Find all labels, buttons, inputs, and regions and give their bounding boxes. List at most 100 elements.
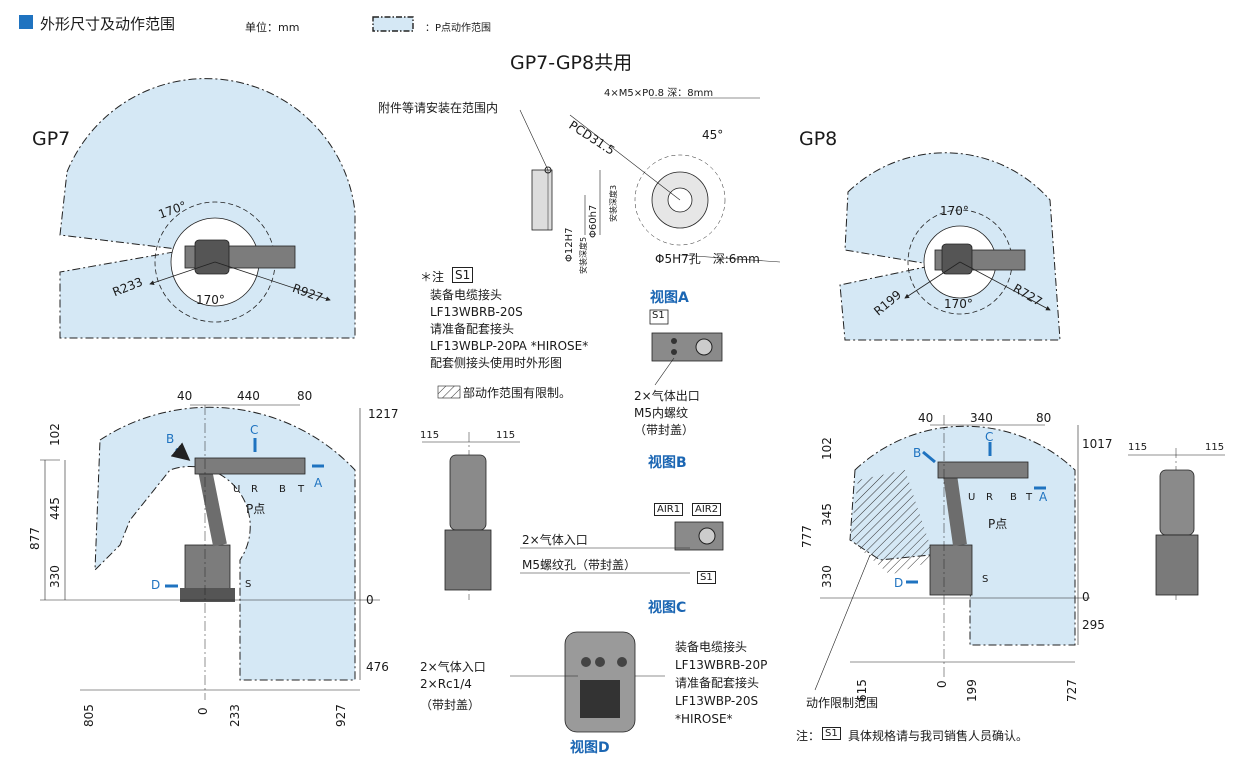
gp7-d80: 80 bbox=[297, 389, 313, 403]
depth3-label: 安装深度3 bbox=[609, 184, 618, 222]
gp8-b199: 199 bbox=[965, 679, 979, 702]
note-mark: ＊注 bbox=[420, 270, 445, 284]
gp8-label-u: U bbox=[968, 492, 976, 503]
footer-text: 具体规格请与我司销售人员确认。 bbox=[848, 729, 1029, 743]
gp7-d330: 330 bbox=[48, 565, 62, 588]
gp7-label-b: B bbox=[166, 432, 175, 446]
view-d-c5: *HIROSE* bbox=[675, 712, 733, 726]
view-c-title: 视图C bbox=[648, 600, 687, 616]
gp8-b0: 0 bbox=[935, 680, 949, 688]
view-a-gas-out: 2×气体出口 bbox=[634, 389, 700, 403]
gp8-d345: 345 bbox=[820, 503, 834, 526]
hatch-note: 部动作范围有限制。 bbox=[463, 386, 572, 400]
d60-label: Φ60h7 bbox=[588, 204, 599, 238]
gp7-b805: 805 bbox=[82, 704, 96, 727]
gp7-h1217: 1217 bbox=[368, 407, 399, 421]
hatch-legend-swatch bbox=[437, 385, 461, 399]
gp8-d330: 330 bbox=[820, 565, 834, 588]
gp7-label-b2: B bbox=[279, 484, 286, 495]
gp7-b233: 233 bbox=[228, 704, 242, 727]
note-s1: S1 bbox=[452, 267, 474, 283]
gp7-rear-115a: 115 bbox=[420, 430, 440, 441]
gp8-rear-115a: 115 bbox=[1128, 442, 1148, 453]
header-marker bbox=[19, 15, 33, 29]
gp7-label-r: R bbox=[251, 484, 258, 495]
gp8-title: GP8 bbox=[799, 128, 838, 150]
view-d-rc: 2×Rc1/4 bbox=[420, 677, 472, 691]
view-d-gas-in: 2×气体入口 bbox=[420, 660, 486, 674]
note-lines: 装备电缆接头 LF13WBRB-20S 请准备配套接头 LF13WBLP-20P… bbox=[430, 287, 588, 372]
footer-s1: S1 bbox=[822, 727, 841, 740]
hole5-label: Φ5H7孔 深:6mm bbox=[655, 252, 760, 266]
gp8-label-r: R bbox=[986, 492, 993, 503]
gp7-d102: 102 bbox=[48, 423, 62, 446]
view-c-thread: M5螺纹孔（带封盖） bbox=[522, 558, 636, 572]
gp7-label-u: U bbox=[233, 484, 241, 495]
gp8-top-view bbox=[839, 152, 1061, 341]
view-a-s1: S1 bbox=[652, 310, 665, 321]
gp7-side-view bbox=[40, 404, 380, 700]
gp8-b727: 727 bbox=[1065, 679, 1079, 702]
attach-note: 附件等请安装在范围内 bbox=[378, 101, 499, 115]
gp8-label-s: S bbox=[982, 574, 989, 585]
gp8-d340: 340 bbox=[970, 411, 993, 425]
view-d-c2: LF13WBRB-20P bbox=[675, 658, 768, 672]
gp8-rear-115b: 115 bbox=[1205, 442, 1225, 453]
view-d-c3: 请准备配套接头 bbox=[675, 676, 760, 690]
gp8-d80: 80 bbox=[1036, 411, 1052, 425]
gp8-limit-label: 动作限制范围 bbox=[806, 696, 879, 710]
gp8-h1017: 1017 bbox=[1082, 437, 1113, 451]
note-line-4: LF13WBLP-20PA *HIROSE* bbox=[430, 339, 589, 353]
gp7-d877: 877 bbox=[28, 527, 42, 550]
gp8-label-a: A bbox=[1039, 490, 1048, 504]
view-a-drawing bbox=[649, 309, 723, 386]
gp8-label-t: T bbox=[1026, 492, 1033, 503]
gp8-side-view bbox=[814, 415, 1090, 691]
view-d-cable-note: 装备电缆接头 LF13WBRB-20P 请准备配套接头 LF13WBP-20S … bbox=[675, 638, 767, 728]
gp8-angle-top: 170° bbox=[940, 204, 969, 218]
gp8-d40: 40 bbox=[918, 411, 934, 425]
gp7-d445: 445 bbox=[48, 497, 62, 520]
view-d-cap: （带封盖） bbox=[420, 698, 481, 712]
note-line-2: LF13WBRB-20S bbox=[430, 305, 523, 319]
gp8-angle-bottom: 170° bbox=[944, 297, 973, 311]
gp7-top-view bbox=[59, 78, 356, 339]
gp8-label-b: B bbox=[913, 446, 922, 460]
gp8-hatch-area bbox=[850, 470, 935, 575]
view-d-title: 视图D bbox=[570, 740, 610, 756]
gp8-d777: 777 bbox=[800, 525, 814, 548]
view-d-c4: LF13WBP-20S bbox=[675, 694, 759, 708]
gp7-label-t: T bbox=[298, 484, 305, 495]
gp8-d295: 295 bbox=[1082, 618, 1105, 632]
note-line-5: 配套侧接头使用时外形图 bbox=[430, 356, 563, 370]
flange-views bbox=[519, 97, 781, 263]
gp8-rear-view bbox=[1128, 448, 1225, 600]
view-d-c1: 装备电缆接头 bbox=[675, 640, 748, 654]
gp7-b927: 927 bbox=[334, 704, 348, 727]
gp7-zero: 0 bbox=[366, 593, 374, 607]
view-c-s1: S1 bbox=[697, 571, 716, 584]
view-c-drawing bbox=[520, 521, 724, 574]
gp8-p-point: P点 bbox=[988, 517, 1008, 531]
gp7-label-s: S bbox=[245, 579, 252, 590]
view-b-title: 视图B bbox=[648, 455, 687, 471]
gp7-d440: 440 bbox=[237, 389, 260, 403]
gp7-p-point: P点 bbox=[246, 502, 266, 516]
gp7-top-range bbox=[59, 78, 356, 339]
gp8-label-c: C bbox=[985, 430, 994, 444]
gp7-d476: 476 bbox=[366, 660, 389, 674]
d12-label: Φ12H7 bbox=[564, 227, 575, 262]
view-a-title: 视图A bbox=[650, 290, 689, 306]
gp7-b0: 0 bbox=[196, 707, 210, 715]
legend-range-icon bbox=[372, 16, 414, 32]
gp7-title: GP7 bbox=[32, 128, 71, 150]
gp7-label-d: D bbox=[151, 578, 161, 592]
footer-note-mark: 注： bbox=[796, 729, 821, 743]
gp7-rear-115b: 115 bbox=[496, 430, 516, 441]
depth5-label: 安装深度5 bbox=[579, 236, 588, 274]
note-line-1: 装备电缆接头 bbox=[430, 288, 503, 302]
view-a-cap: （带封盖） bbox=[634, 423, 695, 437]
unit-label: 单位：mm bbox=[245, 21, 300, 34]
view-c-gas-in: 2×气体入口 bbox=[522, 533, 588, 547]
